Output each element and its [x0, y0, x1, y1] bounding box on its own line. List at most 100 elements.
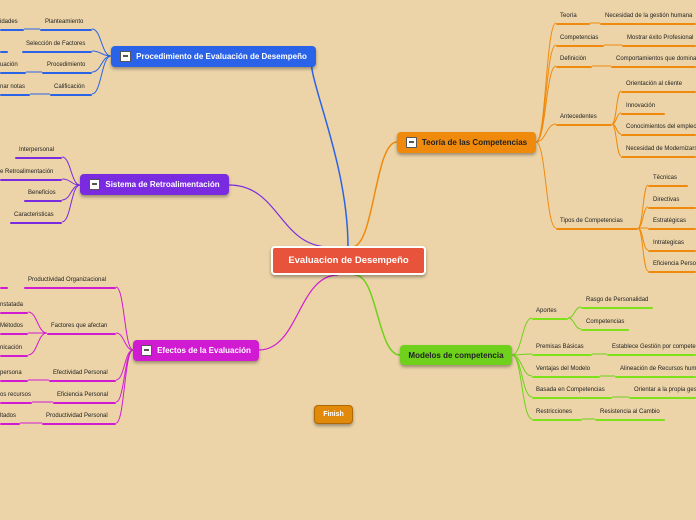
subtopic-tipos-competencias[interactable]: Tipos de Competencias	[560, 218, 623, 224]
subtopic-competencias[interactable]: Competencias	[560, 35, 599, 41]
subtopic-metodos[interactable]: Métodos	[0, 323, 24, 329]
subtopic-underline	[0, 179, 62, 181]
subtopic-planteamiento[interactable]: Planteamiento	[45, 19, 84, 25]
branch-teoria[interactable]: Teoría de las Competencias	[397, 132, 536, 153]
subtopic-estrategicas[interactable]: Estratégicas	[653, 218, 687, 224]
subtopic-establece-gestion[interactable]: Establece Gestión por competencias	[612, 344, 696, 350]
subtopic-seleccion-factores[interactable]: Selección de Factores	[26, 41, 86, 47]
subtopic-os-recursos[interactable]: os recursos	[0, 392, 32, 398]
subtopic-underline	[0, 94, 30, 96]
subtopic-comportamientos[interactable]: Comportamientos que domina	[616, 56, 696, 62]
branch-teoria-label: Teoría de las Competencias	[421, 138, 528, 147]
abacus-icon	[141, 345, 153, 356]
subtopic-orientar-gestion[interactable]: Orientar a la propia gestión	[634, 387, 696, 393]
subtopic-tecnicas[interactable]: Técnicas	[653, 175, 678, 181]
connector-line	[61, 184, 81, 223]
connector-line	[91, 55, 112, 95]
subtopic-underline	[532, 376, 600, 378]
subtopic-underline	[47, 333, 116, 335]
central-topic[interactable]: Evaluacion de Desempeño	[271, 246, 426, 275]
branch-procedimiento-label: Procedimiento de Evaluación de Desempeño	[136, 52, 307, 61]
subtopic-interpersonal[interactable]: Interpersonal	[19, 147, 55, 153]
subtopic-underline	[621, 134, 696, 136]
subtopic-underline	[556, 66, 592, 68]
subtopic-efectividad-personal[interactable]: Efectividad Personal	[53, 370, 108, 376]
subtopic-aportes[interactable]: Aportes	[536, 308, 557, 314]
subtopic-underline	[595, 419, 665, 421]
subtopic-basada-competencias[interactable]: Basada en Competencias	[536, 387, 605, 393]
connector-line	[637, 184, 649, 229]
subtopic-directivas[interactable]: Directivas	[653, 197, 680, 203]
subtopic-calificacion[interactable]: Calificación	[54, 84, 85, 90]
subtopic-underline	[0, 72, 26, 74]
subtopic-necesidad-modernizarse[interactable]: Necesidad de Modernizarse	[626, 146, 696, 152]
connector-line	[354, 274, 401, 356]
subtopic-nstatada[interactable]: nstatada	[0, 302, 24, 308]
subtopic-underline	[621, 113, 665, 115]
connector-line	[115, 349, 134, 403]
subtopic-mostrar-exito[interactable]: Mostrar éxito Profesional	[627, 35, 694, 41]
branch-modelos[interactable]: Modelos de competencia	[400, 345, 512, 365]
connector-line	[228, 184, 331, 248]
subtopic-productividad-personal[interactable]: Productividad Personal	[46, 413, 108, 419]
subtopic-productividad-organizacional[interactable]: Productividad Organizacional	[28, 277, 107, 283]
connector-line	[91, 28, 112, 57]
subtopic-antecedentes[interactable]: Antecedentes	[560, 114, 597, 120]
subtopic-resistencia-cambio[interactable]: Resistencia al Cambio	[600, 409, 660, 415]
subtopic-underline	[10, 222, 62, 224]
subtopic-definicion[interactable]: Definición	[560, 56, 587, 62]
subtopic-idades[interactable]: idades	[0, 19, 18, 25]
subtopic-alineacion-recursos[interactable]: Alineación de Recursos humanos	[620, 366, 696, 372]
connector-line	[310, 55, 349, 248]
connector-line	[611, 112, 622, 125]
subtopic-restricciones[interactable]: Restricciones	[536, 409, 573, 415]
subtopic-conocimientos-empleo[interactable]: Conocimientos del empleo	[626, 124, 696, 130]
subtopic-teoria[interactable]: Teoría	[560, 13, 577, 19]
connector-line	[511, 354, 533, 420]
subtopic-uacion[interactable]: uación	[0, 62, 18, 68]
finish-node[interactable]: Finish	[314, 405, 353, 424]
subtopic-retroalimentacion[interactable]: e Retroalimentación	[0, 169, 54, 175]
subtopic-ltados[interactable]: ltados	[0, 413, 17, 419]
subtopic-underline	[532, 318, 568, 320]
subtopic-premisas-basicas[interactable]: Premisas Básicas	[536, 344, 584, 350]
connector-line	[511, 317, 533, 356]
connector-line	[27, 332, 48, 356]
subtopic-orientacion-cliente[interactable]: Orientación al cliente	[626, 81, 683, 87]
subtopic-nicacion[interactable]: nicación	[0, 345, 23, 351]
subtopic-intrategicas[interactable]: Intrategicas	[653, 240, 685, 246]
subtopic-nar-notas[interactable]: nar notas	[0, 84, 26, 90]
connector-line	[535, 65, 557, 143]
subtopic-underline	[648, 207, 696, 209]
subtopic-underline	[42, 72, 92, 74]
subtopic-underline	[615, 376, 696, 378]
branch-efectos-label: Efectos de la Evaluación	[157, 346, 251, 355]
connector-line	[511, 354, 533, 398]
subtopic-ventajas-modelo[interactable]: Ventajas del Modelo	[536, 366, 591, 372]
finish-label: Finish	[323, 411, 344, 418]
connector-line	[115, 349, 134, 424]
subtopic-eficiencia-personal[interactable]: Eficiencia Personal	[57, 392, 109, 398]
branch-retroalimentacion[interactable]: Sistema de Retroalimentación	[80, 174, 229, 195]
subtopic-eficiencia-personal-2[interactable]: Eficiencia Personal	[653, 261, 696, 267]
subtopic-necesidad-gestion[interactable]: Necesidad de la gestión humana	[605, 13, 693, 19]
subtopic-factores-afectan[interactable]: Factores que afectan	[51, 323, 108, 329]
chart-icon	[405, 137, 417, 148]
subtopic-underline	[24, 287, 116, 289]
subtopic-underline	[648, 228, 696, 230]
subtopic-caracteristicas[interactable]: Caracteristicas	[14, 212, 54, 218]
chart-icon	[89, 179, 101, 190]
branch-procedimiento[interactable]: Procedimiento de Evaluación de Desempeño	[111, 46, 316, 67]
subtopic-beneficios[interactable]: Beneficios	[28, 190, 56, 196]
branch-efectos[interactable]: Efectos de la Evaluación	[133, 340, 259, 361]
subtopic-underline	[15, 157, 62, 159]
central-topic-label: Evaluacion de Desempeño	[288, 255, 409, 266]
subtopic-competencias-modelo[interactable]: Competencias	[586, 319, 625, 325]
connector-line	[115, 286, 134, 351]
subtopic-rasgo-personalidad[interactable]: Rasgo de Personalidad	[586, 297, 649, 303]
subtopic-persona[interactable]: persona	[0, 370, 22, 376]
subtopic-innovacion[interactable]: Innovación	[626, 103, 656, 109]
subtopic-procedimiento[interactable]: Procedimiento	[47, 62, 86, 68]
connector-line	[535, 141, 557, 229]
